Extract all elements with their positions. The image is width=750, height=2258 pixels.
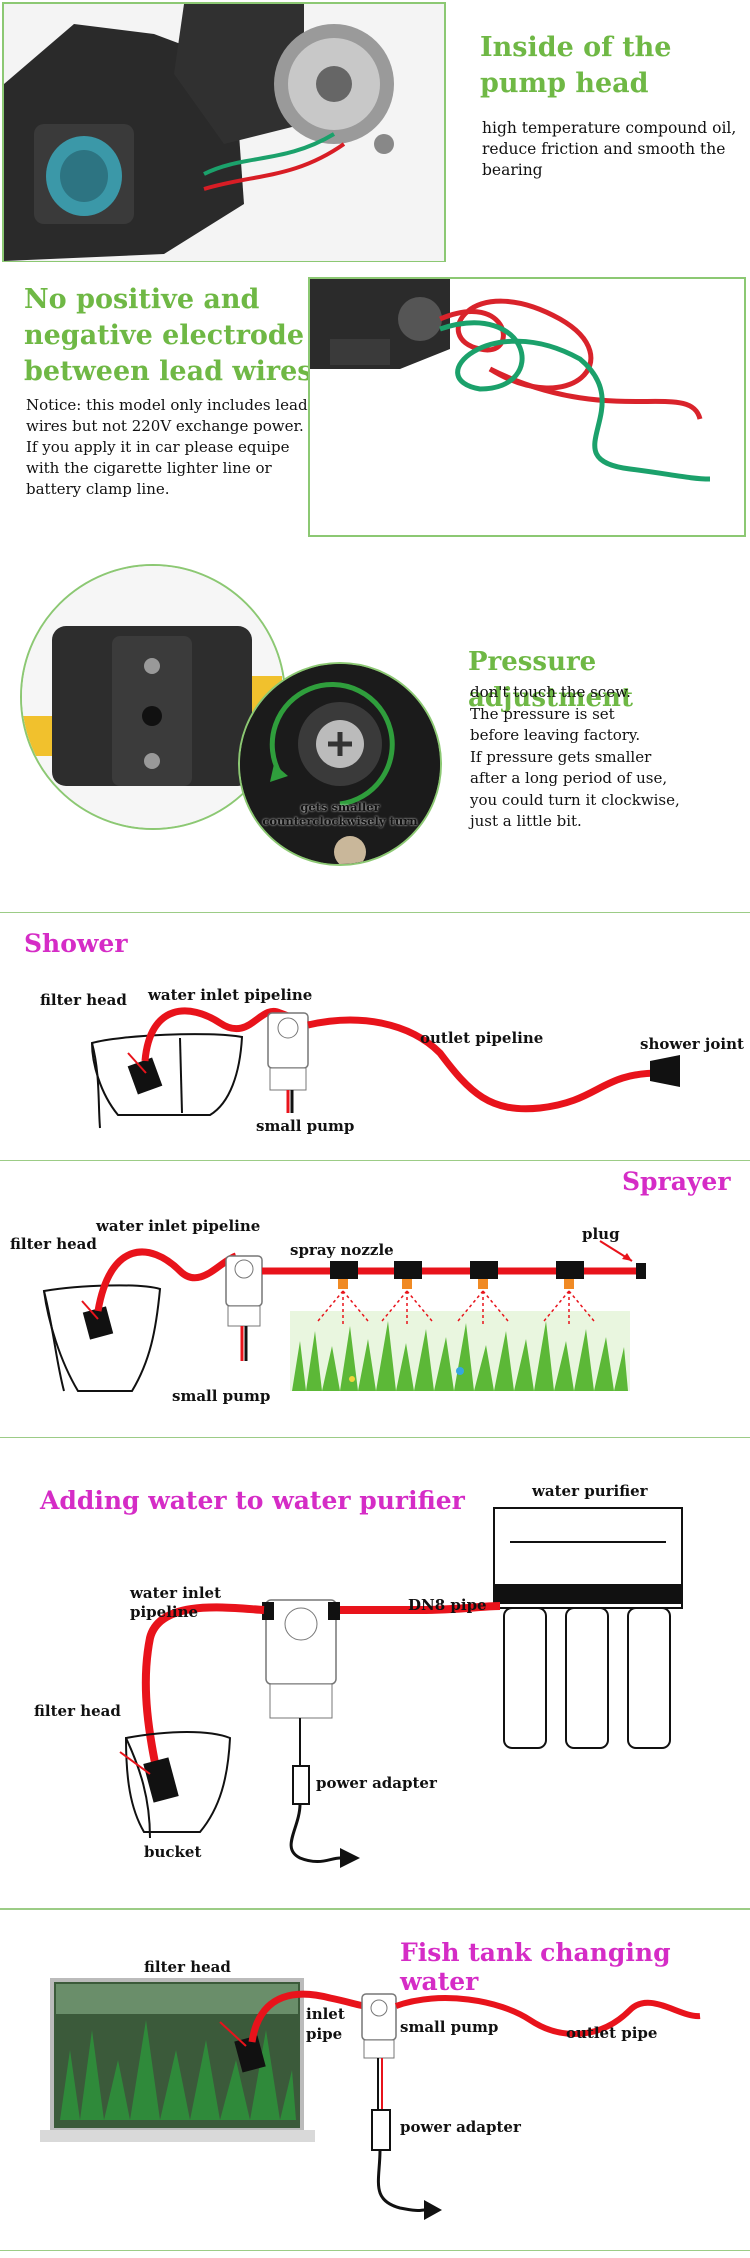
purifier-inlet-line2: pipeline [130, 1603, 199, 1621]
purifier-bucket-label: bucket [144, 1843, 202, 1861]
divider-4 [0, 1908, 750, 1910]
divider-5 [0, 2250, 750, 2251]
lead-wires-photo [308, 277, 746, 537]
purifier-diagram [119, 1507, 683, 1868]
pressure-line-2: The pressure is set [470, 704, 615, 723]
divider-1 [0, 912, 750, 913]
fish-pump-label: small pump [400, 2018, 499, 2036]
lead-wires-title-line1: No positive and [24, 284, 260, 315]
shower-pump-label: small pump [256, 1117, 355, 1135]
lead-wires-title-line2: negative electrode [24, 320, 304, 351]
shower-diagram [90, 1007, 680, 1129]
pressure-inset: gets smaller counterclockwisely turn [238, 662, 442, 866]
purifier-label: water purifier [532, 1482, 648, 1500]
lead-wires-title-line3: between lead wires [24, 356, 313, 387]
shower-outlet-label: outlet pipeline [420, 1029, 544, 1047]
divider-3 [0, 1437, 750, 1438]
section-fish-tank: Fish tank changing water filter head inl… [0, 1910, 750, 2258]
pump-head-title-line2: pump head [480, 68, 649, 99]
inset-label-line1: gets smaller [300, 800, 380, 814]
divider-2 [0, 1160, 750, 1161]
section-pump-head: Inside of the pump head high temperature… [0, 0, 750, 262]
pressure-inset-label: gets smaller counterclockwisely turn [240, 800, 440, 828]
pump-head-photo [2, 2, 446, 262]
fish-diagram [40, 1978, 701, 2220]
shower-inlet-label: water inlet pipeline [148, 986, 313, 1004]
purifier-inlet-line1: water inlet [130, 1584, 222, 1602]
fish-title: Fish tank changing water [400, 1938, 671, 1996]
pressure-line-5: after a long period of use, [470, 769, 668, 787]
section-water-purifier: Adding water to water purifier water pur… [0, 1438, 750, 1908]
sprayer-pump-label: small pump [172, 1387, 271, 1405]
purifier-inlet-label: water inlet pipeline [130, 1584, 221, 1622]
lead-wires-description: Notice: this model only includes lead wi… [26, 396, 308, 498]
pressure-line-6: you could turn it clockwise, [470, 790, 680, 809]
pressure-line-7: just a little bit. [470, 812, 582, 830]
sprayer-plug-label: plug [582, 1225, 620, 1243]
pressure-screw-illustration [240, 664, 440, 864]
sprayer-title: Sprayer [622, 1167, 731, 1196]
sprayer-nozzle-label: spray nozzle [290, 1241, 394, 1259]
purifier-title: Adding water to water purifier [40, 1486, 465, 1515]
pump-head-description: high temperature compound oil, reduce fr… [482, 119, 737, 179]
fish-outlet-label: outlet pipe [566, 2024, 658, 2042]
purifier-power-label: power adapter [316, 1774, 437, 1792]
lead-wires-illustration [310, 279, 744, 535]
lead-wires-title: No positive and negative electrode betwe… [24, 282, 324, 390]
section-shower: Shower filter head water inlet pipeline … [0, 913, 750, 1160]
shower-title: Shower [24, 929, 128, 958]
purifier-filter-head-label: filter head [34, 1702, 121, 1720]
pump-head-illustration [4, 4, 444, 261]
sprayer-diagram [42, 1240, 646, 1392]
sprayer-inlet-label: water inlet pipeline [96, 1217, 261, 1235]
pump-head-title: Inside of the pump head [480, 30, 740, 102]
pressure-title: Pressure adjustment [468, 647, 633, 713]
pump-head-title-line1: Inside of the [480, 32, 672, 63]
sprayer-filter-head-label: filter head [10, 1235, 97, 1253]
section-lead-wires: No positive and negative electrode betwe… [0, 262, 750, 552]
pressure-line-4: If pressure gets smaller [470, 747, 652, 766]
pressure-description: don't touch the scew. The pressure is se… [470, 682, 740, 833]
shower-joint-label: shower joint [640, 1035, 744, 1053]
fish-inlet-label: inlet pipe [306, 2004, 345, 2044]
fish-inlet-line1: inlet [306, 2005, 345, 2023]
inset-label-line2: counterclockwisely turn [262, 814, 418, 828]
shower-filter-head-label: filter head [40, 991, 127, 1009]
pressure-line-1: don't touch the scew. [470, 683, 631, 701]
fish-filter-head-label: filter head [144, 1958, 231, 1976]
fish-power-label: power adapter [400, 2118, 521, 2136]
section-sprayer: Sprayer [0, 1161, 750, 1437]
purifier-dn8-label: DN8 pipe [408, 1596, 487, 1614]
pressure-line-3: before leaving factory. [470, 726, 641, 744]
fish-inlet-line2: pipe [306, 2025, 343, 2043]
section-pressure-adjustment: gets smaller counterclockwisely turn Pre… [0, 552, 750, 910]
